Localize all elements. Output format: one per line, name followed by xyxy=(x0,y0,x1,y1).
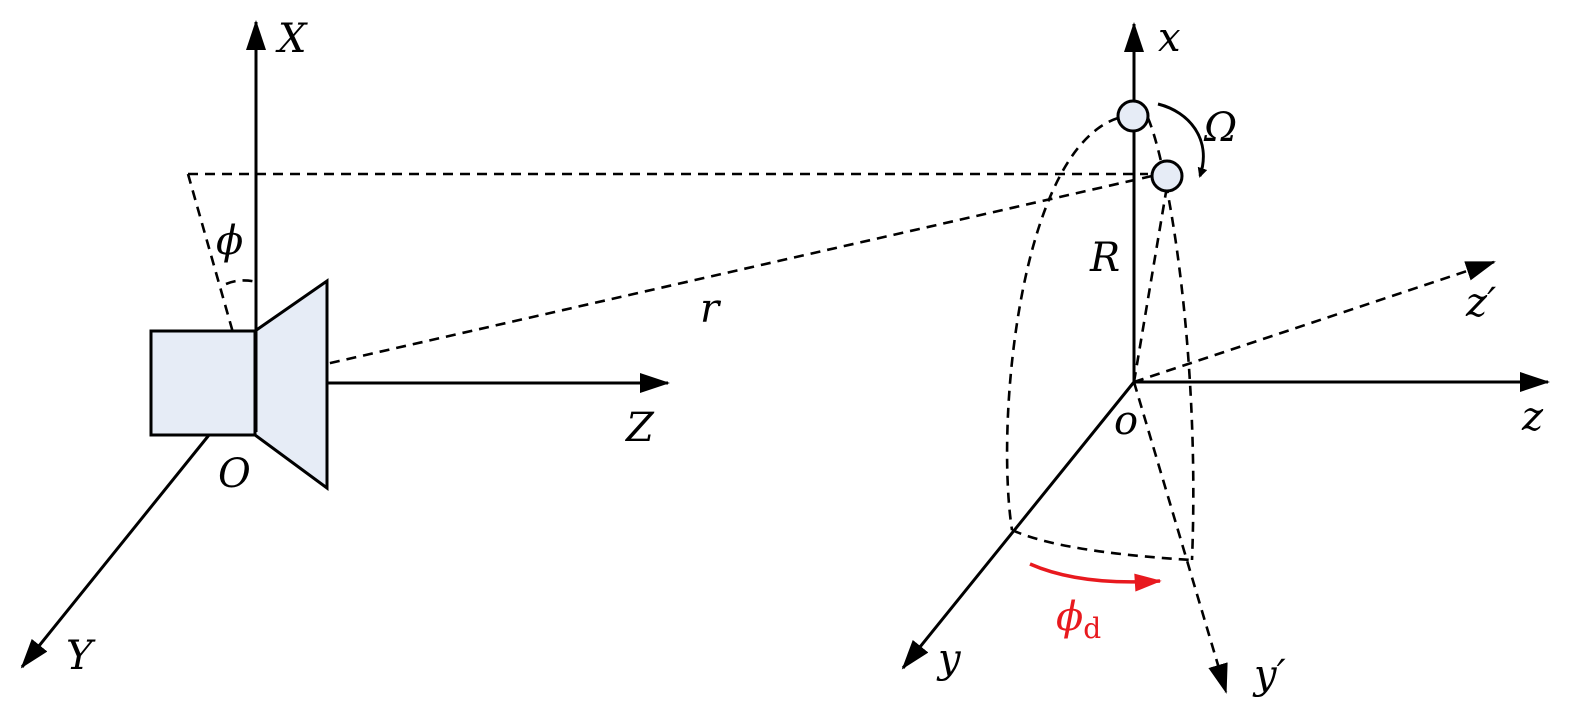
axis-z-prime xyxy=(1133,260,1496,384)
object-frame: x z y z′ y′ o R Ω ϕd xyxy=(901,15,1550,698)
rotation-circle-right-arc xyxy=(1146,117,1195,561)
phi-d-rotation-arrow xyxy=(1029,562,1162,592)
object-origin-label: o xyxy=(1114,398,1138,444)
rotation-circle-left-arc xyxy=(1005,116,1119,531)
point-initial xyxy=(1116,99,1150,133)
rotation-base-arc xyxy=(1011,528,1193,562)
camera-frame: X Z Y O ϕ r xyxy=(20,16,1153,679)
angle-phi-label: ϕ xyxy=(216,218,243,264)
camera-lens xyxy=(253,278,329,491)
axis-y-prime xyxy=(1132,381,1228,694)
object-axis-y-prime-label: y′ xyxy=(1252,652,1286,698)
camera-axis-y xyxy=(20,434,211,669)
object-axis-x-label: x xyxy=(1158,15,1181,61)
camera-axis-y-label: Y xyxy=(66,633,96,679)
object-axis-z-label: z xyxy=(1521,394,1544,440)
angle-phi-arc xyxy=(225,279,258,286)
camera-axis-x-label: X xyxy=(275,16,308,62)
phi-d-label: ϕd xyxy=(1056,594,1101,645)
radius-R-label: R xyxy=(1089,235,1120,281)
omega-rotation-arrow xyxy=(1157,102,1208,178)
line-of-sight-r xyxy=(246,174,1153,384)
radius-to-point xyxy=(1132,191,1168,383)
point-rotated xyxy=(1150,159,1184,193)
distance-r-label: r xyxy=(700,286,722,332)
camera-origin-label: O xyxy=(218,451,251,497)
object-axis-z-prime-label: z′ xyxy=(1465,280,1496,326)
omega-label: Ω xyxy=(1203,105,1237,151)
camera-body xyxy=(149,329,257,437)
field-of-view-side-line xyxy=(186,173,249,383)
object-axis-y xyxy=(901,381,1136,670)
phi-d-subscript: d xyxy=(1083,612,1101,645)
phi-d-symbol: ϕ xyxy=(1056,594,1083,640)
object-axis-y-label: y xyxy=(936,636,962,682)
camera-axis-z-label: Z xyxy=(624,405,655,451)
